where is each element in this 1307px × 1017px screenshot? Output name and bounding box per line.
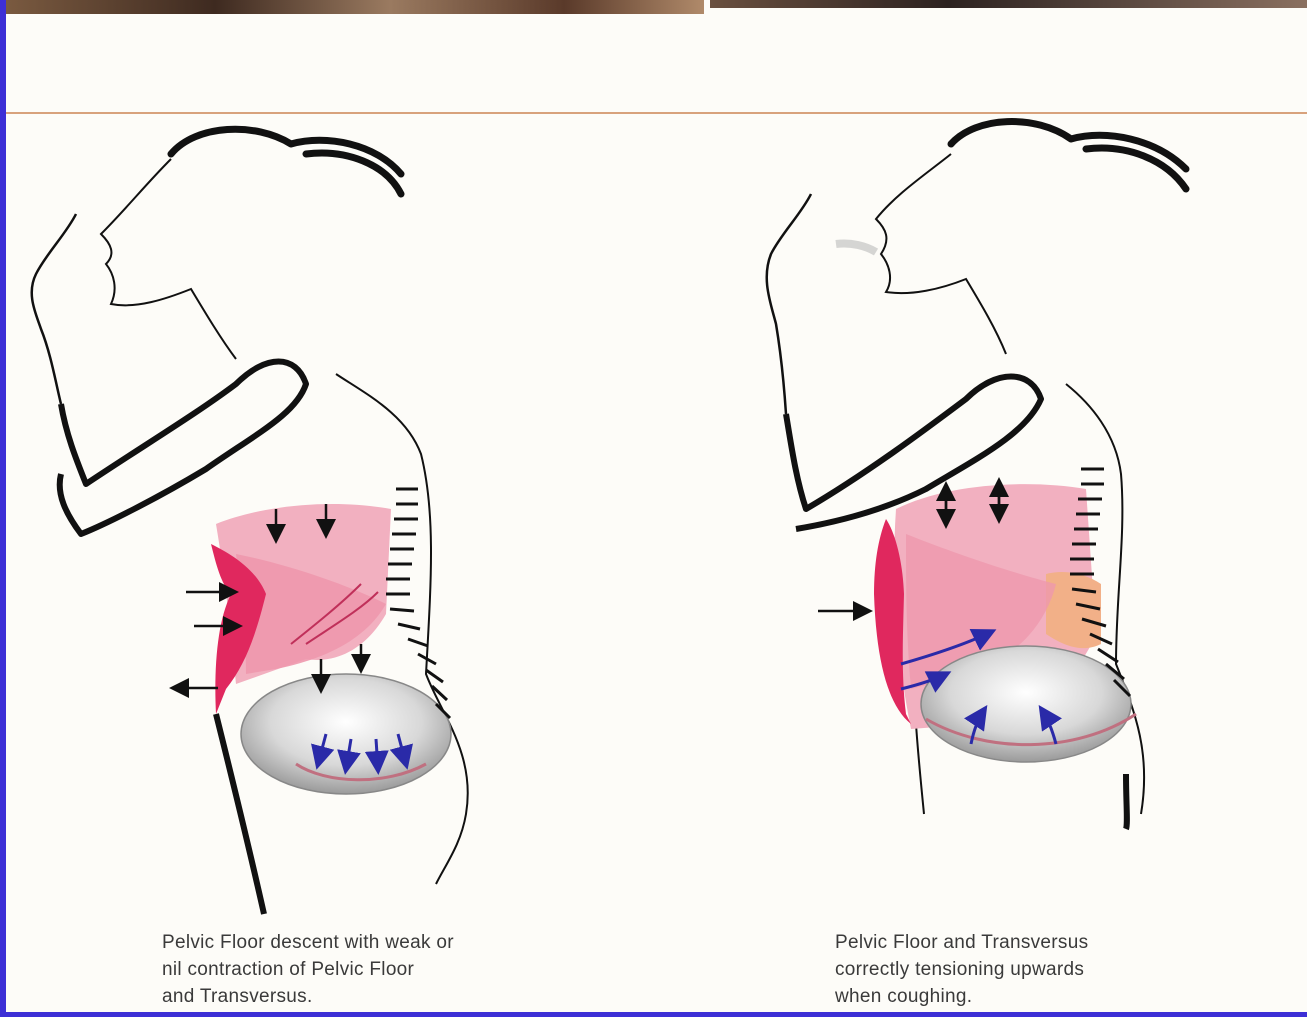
- raised-hand: [767, 194, 811, 414]
- hair: [951, 122, 1186, 189]
- illustration: [6, 114, 1307, 924]
- top-photo-strip-left: [6, 0, 704, 14]
- head-outline: [876, 154, 1006, 354]
- arm: [60, 362, 306, 535]
- back-leg: [1126, 774, 1127, 829]
- top-photo-strip-right: [710, 0, 1307, 8]
- frame-left: [0, 0, 6, 1017]
- head-outline: [101, 159, 236, 359]
- diagram-page: Pelvic Floor descent with weak or nil co…: [6, 0, 1307, 1017]
- weak-pelvic-floor-figure: [32, 129, 468, 914]
- front-leg: [916, 724, 924, 814]
- pelvic-bowl: [241, 674, 451, 794]
- caption-right-line2: correctly tensioning upwards: [835, 959, 1084, 980]
- caption-left-line3: and Transversus.: [162, 986, 313, 1007]
- caption-left-line2: nil contraction of Pelvic Floor: [162, 959, 414, 980]
- raised-hand: [32, 214, 76, 404]
- caption-right-line1: Pelvic Floor and Transversus: [835, 932, 1088, 953]
- correct-tension-figure: [767, 122, 1186, 829]
- caption-weak-pelvic-floor: Pelvic Floor descent with weak or nil co…: [162, 929, 632, 1010]
- caption-correct-tension: Pelvic Floor and Transversus correctly t…: [835, 929, 1255, 1010]
- caption-right-line3: when coughing.: [835, 986, 972, 1007]
- frame-bottom: [0, 1012, 1307, 1017]
- mouth-exhale: [836, 243, 876, 252]
- hair: [171, 129, 401, 194]
- caption-left-line1: Pelvic Floor descent with weak or: [162, 932, 454, 953]
